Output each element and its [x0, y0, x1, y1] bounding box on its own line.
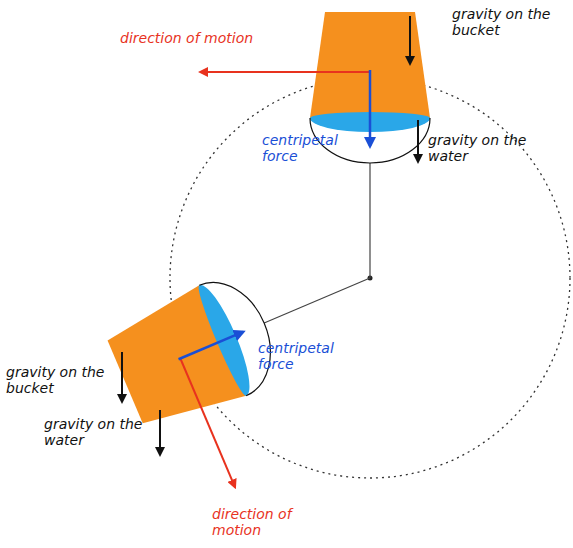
gravity-label: gravity on the water [428, 132, 540, 164]
motion-label: direction of motion [120, 30, 320, 46]
motion-label: direction of motion [212, 506, 322, 538]
gravity-label: gravity on the water [44, 416, 150, 448]
force-label: centripetal force [262, 132, 358, 164]
gravity-label: gravity on the bucket [452, 6, 564, 38]
force-label: centripetal force [258, 340, 354, 372]
bucket [102, 223, 425, 511]
gravity-arrows [122, 16, 418, 455]
bucket [200, 12, 430, 278]
gravity-label: gravity on the bucket [6, 364, 112, 396]
